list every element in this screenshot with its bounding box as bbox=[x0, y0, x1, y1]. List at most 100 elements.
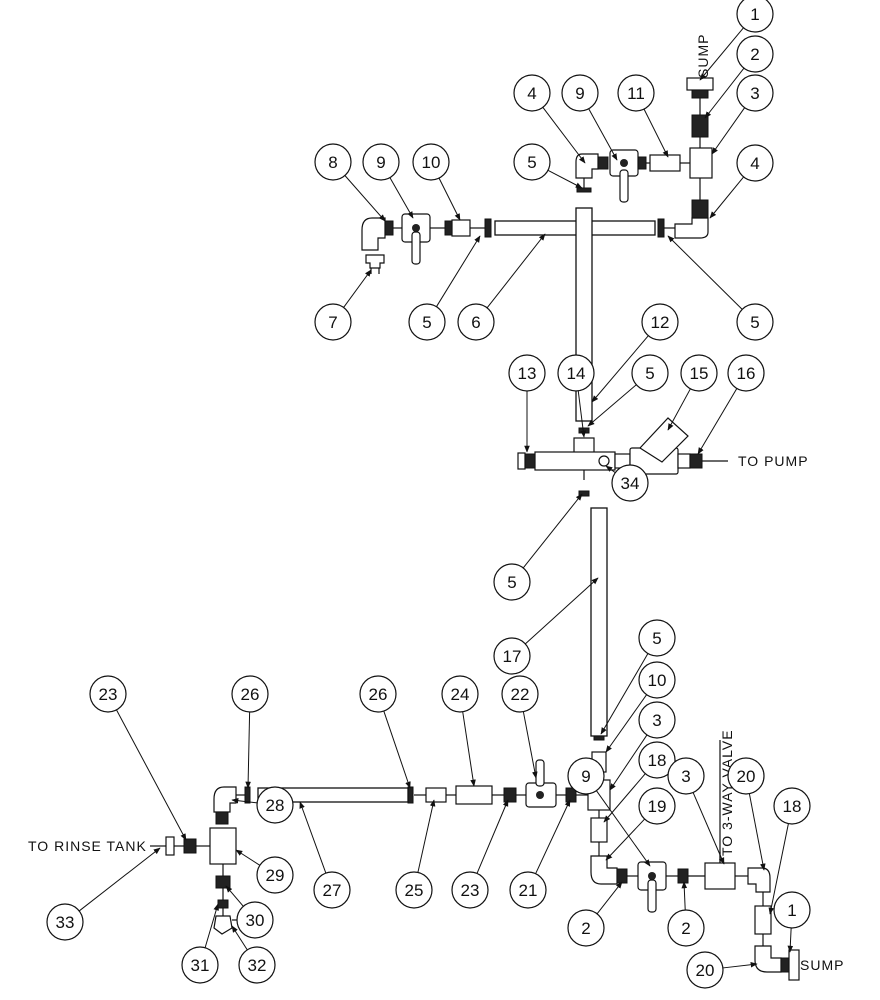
balloon-item-34: 34 bbox=[611, 464, 649, 502]
sump-flange-top bbox=[691, 89, 709, 99]
balloon-number: 24 bbox=[451, 685, 470, 704]
tee-3-top bbox=[689, 147, 713, 179]
balloon-circle bbox=[736, 0, 774, 33]
balloon-circle bbox=[46, 903, 84, 941]
tee-29 bbox=[209, 827, 237, 865]
balloon-number: 30 bbox=[246, 911, 265, 930]
balloon-item-31: 31 bbox=[181, 946, 219, 984]
balloon-number: 20 bbox=[696, 961, 715, 980]
balloon-circle bbox=[773, 787, 811, 825]
balloon-item-6: 6 bbox=[457, 303, 495, 341]
leader-b28 bbox=[231, 797, 258, 804]
balloon-circle bbox=[412, 143, 450, 181]
balloon-circle bbox=[567, 757, 605, 795]
leader-b11 bbox=[643, 108, 669, 158]
leader-b9a bbox=[588, 108, 618, 161]
balloon-circle bbox=[395, 871, 433, 909]
leader-b9b bbox=[389, 177, 414, 219]
coupling-5-right bbox=[657, 218, 665, 238]
balloon-circle bbox=[680, 354, 718, 392]
leader-b9c bbox=[596, 790, 651, 867]
leader-b16 bbox=[697, 388, 738, 455]
balloon-item-18: 18 bbox=[638, 741, 676, 779]
balloon-number: 22 bbox=[511, 685, 530, 704]
balloon-circle bbox=[236, 901, 274, 939]
balloon-number: 34 bbox=[621, 474, 640, 493]
plug-13 bbox=[517, 452, 526, 470]
balloon-item-5: 5 bbox=[631, 354, 669, 392]
leader-b2c bbox=[681, 881, 688, 911]
balloon-item-9: 9 bbox=[362, 143, 400, 181]
balloon-item-5: 5 bbox=[638, 619, 676, 657]
leader-b23b bbox=[476, 799, 509, 874]
balloon-number: 21 bbox=[519, 881, 538, 900]
balloon-circle bbox=[451, 871, 489, 909]
leader-b31 bbox=[204, 903, 219, 948]
leader-b5e bbox=[522, 493, 583, 569]
balloon-circle bbox=[686, 951, 724, 989]
balloon-item-9: 9 bbox=[561, 74, 599, 112]
nipple-top-right bbox=[691, 199, 709, 219]
balloon-circle bbox=[509, 871, 547, 909]
balloon-item-3: 3 bbox=[667, 757, 705, 795]
leader-b32 bbox=[231, 925, 248, 951]
balloon-number: 10 bbox=[422, 153, 441, 172]
leader-b3 bbox=[711, 107, 746, 155]
balloon-item-23: 23 bbox=[451, 871, 489, 909]
leader-b34 bbox=[605, 465, 616, 474]
balloon-item-15: 15 bbox=[680, 354, 718, 392]
leader-b5c bbox=[667, 235, 743, 310]
balloon-circle bbox=[638, 619, 676, 657]
balloon-item-26: 26 bbox=[359, 675, 397, 713]
balloon-number: 18 bbox=[648, 751, 667, 770]
balloon-number: 23 bbox=[461, 881, 480, 900]
balloon-item-5: 5 bbox=[736, 303, 774, 341]
balloon-number: 9 bbox=[575, 84, 584, 103]
fitting-31 bbox=[217, 899, 229, 909]
leader-b5a bbox=[547, 169, 583, 189]
leader-b30 bbox=[225, 885, 244, 907]
balloon-number: 25 bbox=[405, 881, 424, 900]
piping-layout bbox=[150, 77, 800, 981]
balloon-item-11: 11 bbox=[617, 74, 655, 112]
balloon-circle bbox=[362, 143, 400, 181]
strainer-basket-15 bbox=[639, 417, 689, 463]
balloon-item-2: 2 bbox=[667, 909, 705, 947]
leader-b2b bbox=[596, 881, 623, 915]
balloon-number: 2 bbox=[681, 919, 690, 938]
valve-handle-9-left bbox=[411, 231, 421, 265]
balloon-number: 9 bbox=[376, 153, 385, 172]
leader-b12 bbox=[591, 335, 649, 403]
nipple-30 bbox=[215, 875, 231, 889]
balloon-number: 6 bbox=[471, 313, 480, 332]
leader-b26a bbox=[245, 711, 251, 789]
leader-b1 bbox=[699, 27, 744, 81]
balloon-item-23: 23 bbox=[89, 675, 127, 713]
leader-b20a bbox=[748, 793, 766, 871]
balloon-item-5: 5 bbox=[513, 143, 551, 181]
elbow-28 bbox=[213, 786, 237, 813]
balloon-number: 15 bbox=[690, 364, 709, 383]
balloon-item-14: 14 bbox=[557, 354, 595, 392]
sump-label-bottom: SUMP bbox=[800, 957, 844, 973]
elbow-20-bottom bbox=[754, 945, 782, 973]
to-3way-valve-label: TO 3-WAY VALVE bbox=[719, 729, 735, 856]
leader-b24 bbox=[462, 711, 476, 787]
balloon-item-29: 29 bbox=[256, 856, 294, 894]
balloon-circle bbox=[501, 675, 539, 713]
leader-b7 bbox=[343, 269, 372, 308]
balloon-circle bbox=[638, 701, 676, 739]
balloon-item-5: 5 bbox=[408, 303, 446, 341]
drain-7 bbox=[365, 254, 385, 269]
balloon-number: 5 bbox=[645, 364, 654, 383]
leader-b18a bbox=[603, 773, 646, 823]
balloon-circle bbox=[773, 891, 811, 929]
leader-b33 bbox=[78, 847, 161, 912]
balloon-item-13: 13 bbox=[508, 354, 546, 392]
balloon-number: 29 bbox=[266, 866, 285, 885]
balloon-circle bbox=[611, 464, 649, 502]
fitting-10-top bbox=[451, 219, 471, 237]
pipe-6 bbox=[494, 220, 656, 236]
balloon-item-2: 2 bbox=[736, 35, 774, 73]
